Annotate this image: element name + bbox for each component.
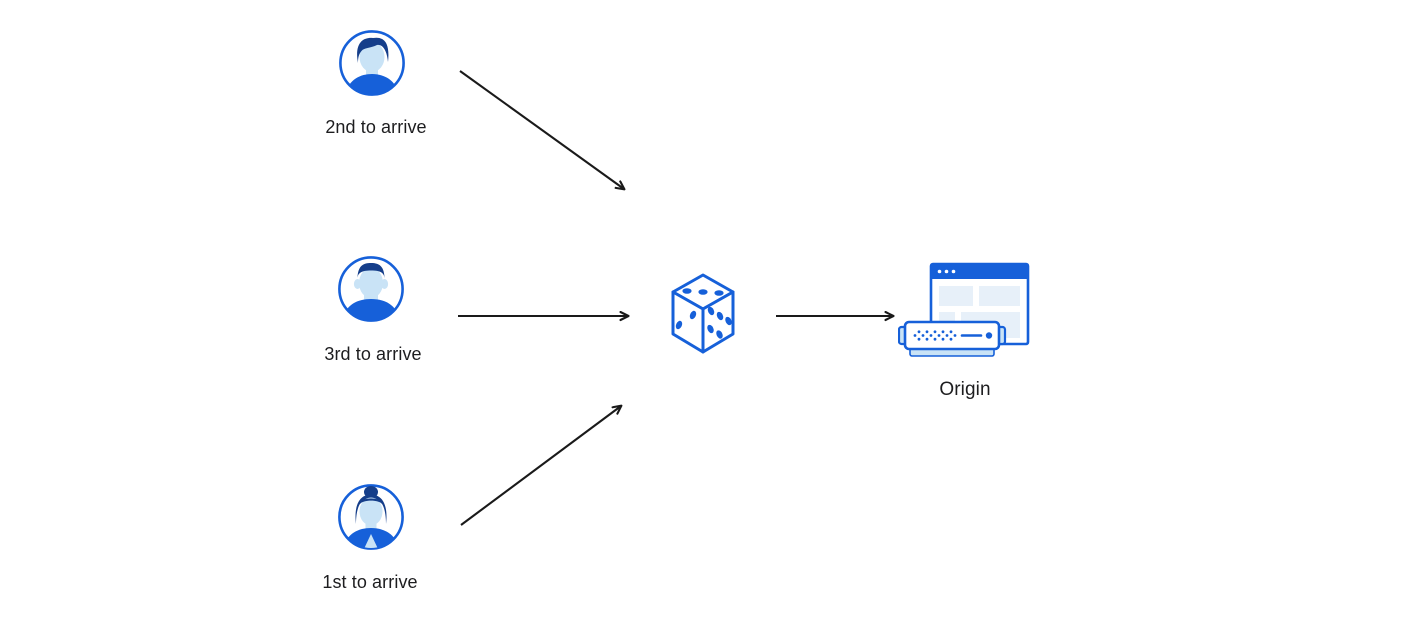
user-avatar-female-bun-icon	[338, 484, 404, 550]
arrow-user-top-to-dice	[459, 70, 624, 189]
node-origin	[898, 262, 1032, 366]
node-label-origin: Origin	[939, 379, 991, 400]
node-user-top	[338, 29, 406, 97]
user-avatar-male-swept-icon	[339, 30, 405, 96]
node-label-user-top: 2nd to arrive	[325, 117, 427, 137]
user-avatar-male-flat-icon	[338, 256, 404, 322]
arrow-user-bottom-to-dice	[460, 406, 621, 526]
node-user-middle	[337, 255, 405, 323]
origin-server-icon	[898, 262, 1030, 357]
node-dice	[667, 272, 739, 360]
dice-icon	[671, 273, 735, 354]
node-label-user-middle: 3rd to arrive	[324, 344, 422, 364]
node-user-bottom	[337, 483, 405, 551]
node-label-user-bottom: 1st to arrive	[322, 572, 418, 592]
